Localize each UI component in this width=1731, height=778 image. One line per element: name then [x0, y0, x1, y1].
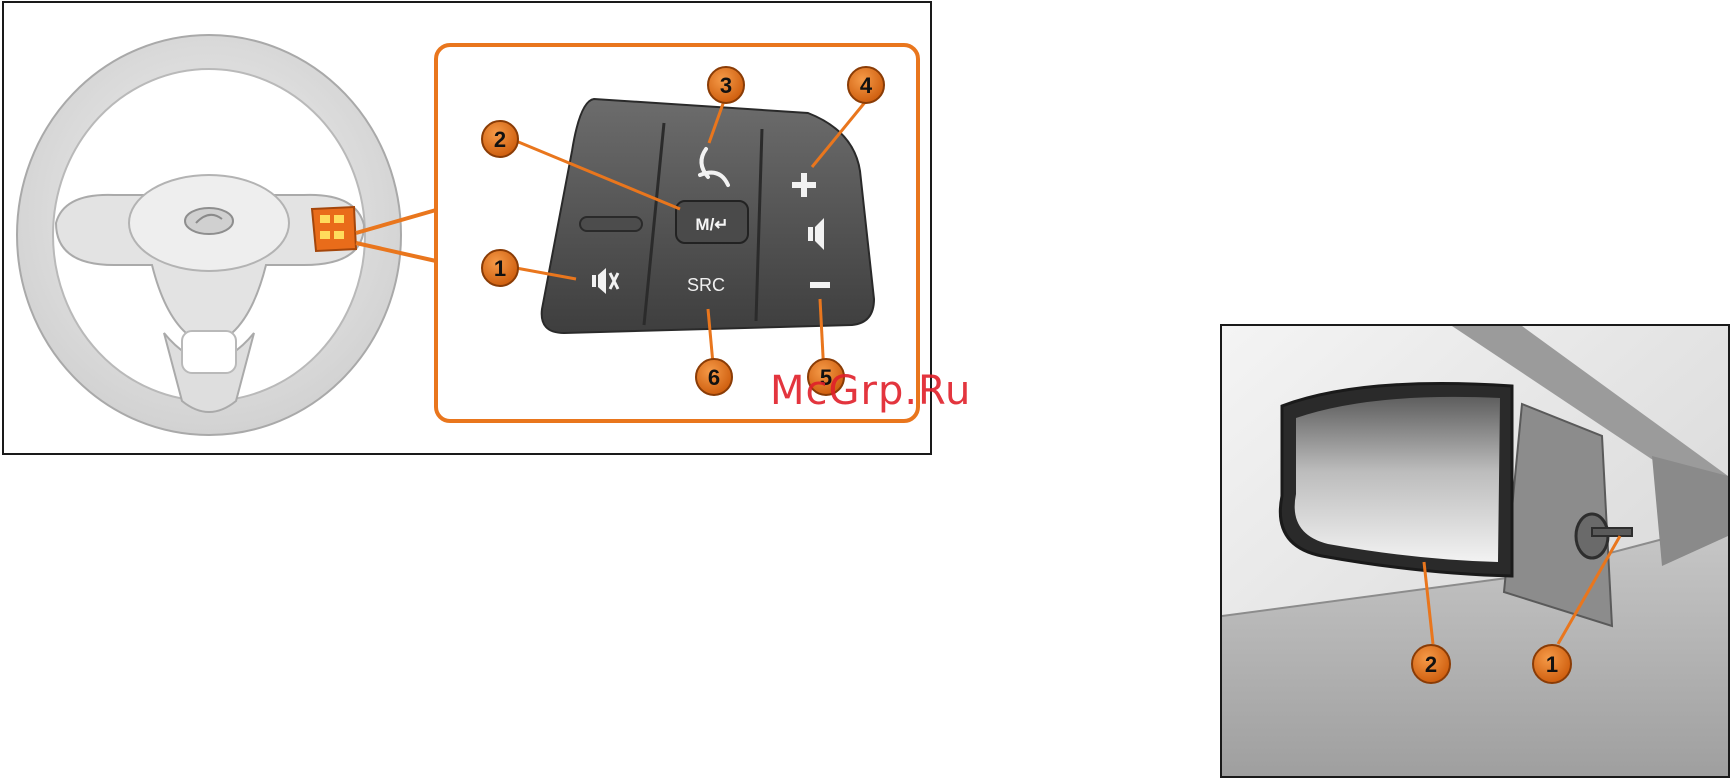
mirror-glass: [1295, 397, 1500, 562]
callout-6: 6: [696, 359, 732, 395]
side-mirror-figure: 2 1: [1220, 324, 1730, 778]
svg-text:2: 2: [494, 127, 506, 152]
svg-text:6: 6: [708, 365, 720, 390]
highlighted-button-block: [312, 207, 356, 251]
svg-text:1: 1: [494, 256, 506, 281]
callout-2: 2: [482, 121, 518, 157]
svg-text:3: 3: [720, 73, 732, 98]
left-bar-button[interactable]: [580, 217, 642, 231]
callout-3: 3: [708, 67, 744, 103]
src-button-label: SRC: [687, 275, 725, 295]
mirror-callout-2: 2: [1412, 645, 1450, 683]
logo-emblem: [185, 208, 233, 234]
svg-text:4: 4: [860, 73, 873, 98]
svg-text:2: 2: [1425, 652, 1437, 677]
watermark-text: McGrp.Ru: [770, 368, 971, 414]
callout-4: 4: [848, 67, 884, 103]
svg-text:1: 1: [1546, 652, 1558, 677]
callout-1: 1: [482, 250, 518, 286]
mode-button-label: M/↵: [695, 215, 728, 234]
mirror-callout-1: 1: [1533, 645, 1571, 683]
steering-wheel: [17, 35, 401, 435]
